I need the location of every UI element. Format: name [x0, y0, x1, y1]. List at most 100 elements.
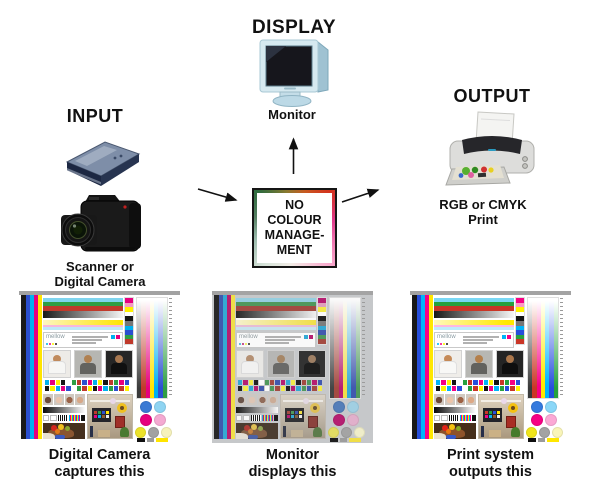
basket	[439, 428, 465, 438]
patch	[108, 380, 114, 385]
color-bar	[43, 302, 123, 306]
color-bar	[236, 302, 316, 306]
patch	[516, 298, 524, 303]
patch	[516, 325, 524, 331]
baby-face	[257, 394, 268, 405]
black-patch	[471, 415, 476, 421]
torso	[241, 361, 259, 374]
patch	[462, 386, 467, 391]
density-patch	[340, 438, 347, 442]
chart-logo: mellow	[437, 334, 456, 340]
patch	[291, 380, 296, 385]
patch	[318, 339, 326, 344]
patch	[259, 380, 264, 385]
patch	[92, 386, 98, 391]
ink-circle	[526, 427, 537, 438]
patch	[76, 386, 82, 391]
torso	[439, 361, 457, 374]
monitor-icon	[259, 39, 329, 107]
red-frame	[308, 416, 318, 428]
patch	[248, 380, 253, 385]
patch	[494, 380, 499, 385]
color-checker	[287, 411, 302, 418]
patch	[108, 386, 114, 391]
face	[277, 355, 285, 363]
caption-line1: Print system	[446, 447, 535, 463]
bottle	[481, 426, 484, 437]
black-patch	[273, 415, 278, 421]
color-checker	[485, 411, 500, 418]
checker-cell	[106, 415, 109, 418]
patch	[296, 386, 301, 391]
patch	[60, 386, 66, 391]
ink-circle	[154, 414, 166, 426]
color-stripe	[223, 295, 227, 439]
ink-circle	[135, 427, 146, 438]
ramp-column	[347, 298, 352, 398]
header-patches	[502, 335, 511, 339]
patch	[507, 335, 511, 339]
patch-row	[436, 380, 520, 385]
patch	[318, 298, 326, 303]
portrait-photo	[496, 350, 524, 378]
patch	[483, 380, 489, 385]
red-frame	[506, 416, 516, 428]
stripe-bar	[434, 415, 476, 421]
cmyk-stripe-column	[412, 295, 433, 439]
color-bar	[236, 298, 316, 302]
circle-row	[135, 427, 177, 438]
patch	[301, 380, 307, 385]
torso	[48, 361, 66, 374]
fruit	[51, 425, 57, 431]
patch	[82, 386, 87, 391]
patch	[87, 380, 92, 385]
patch	[467, 380, 473, 385]
cmyk-stripe-column	[214, 295, 235, 439]
white-patch	[441, 415, 448, 421]
checker-cell	[485, 415, 488, 418]
baby-face	[268, 394, 278, 405]
baby-face	[466, 394, 476, 405]
patch	[473, 386, 478, 391]
checker-cell	[497, 415, 500, 418]
density-patch	[538, 438, 545, 442]
caption-line1: Monitor	[265, 447, 320, 463]
color-bar	[434, 298, 514, 302]
checker-cell	[287, 415, 290, 418]
white-patch	[50, 415, 57, 421]
fruit	[244, 425, 250, 431]
color-bar-band	[43, 298, 123, 330]
patch	[125, 325, 133, 331]
scene-monitor	[92, 408, 111, 422]
patch	[114, 386, 119, 391]
output-caption: RGB or CMYK Print	[439, 197, 526, 227]
ramp-column	[540, 298, 546, 398]
ink-circle	[531, 401, 543, 413]
torso	[80, 363, 96, 374]
fruit	[449, 424, 455, 430]
ramp-column	[158, 298, 163, 398]
color-bar	[434, 318, 514, 320]
chart-header: mellow	[434, 332, 514, 348]
box-line3: MANAGE-	[264, 228, 325, 242]
bw-stripes	[448, 415, 459, 421]
test-chart-camera: mellow	[19, 291, 180, 491]
density-patch	[330, 438, 338, 442]
torso	[304, 363, 320, 374]
checker-cell	[497, 411, 500, 414]
circle-row	[333, 414, 370, 426]
gray-ramp	[43, 407, 85, 413]
color-stripe	[26, 295, 30, 439]
patch	[125, 339, 133, 344]
patch	[478, 386, 483, 391]
checker-cell	[493, 411, 496, 414]
patch	[515, 380, 520, 385]
cmyk-stripe-column	[21, 295, 42, 439]
baby-face	[434, 394, 444, 405]
basket	[48, 428, 74, 438]
patch	[103, 386, 108, 391]
patch	[318, 302, 326, 308]
patch	[505, 386, 510, 391]
text-line	[463, 339, 493, 341]
patch	[50, 386, 55, 391]
